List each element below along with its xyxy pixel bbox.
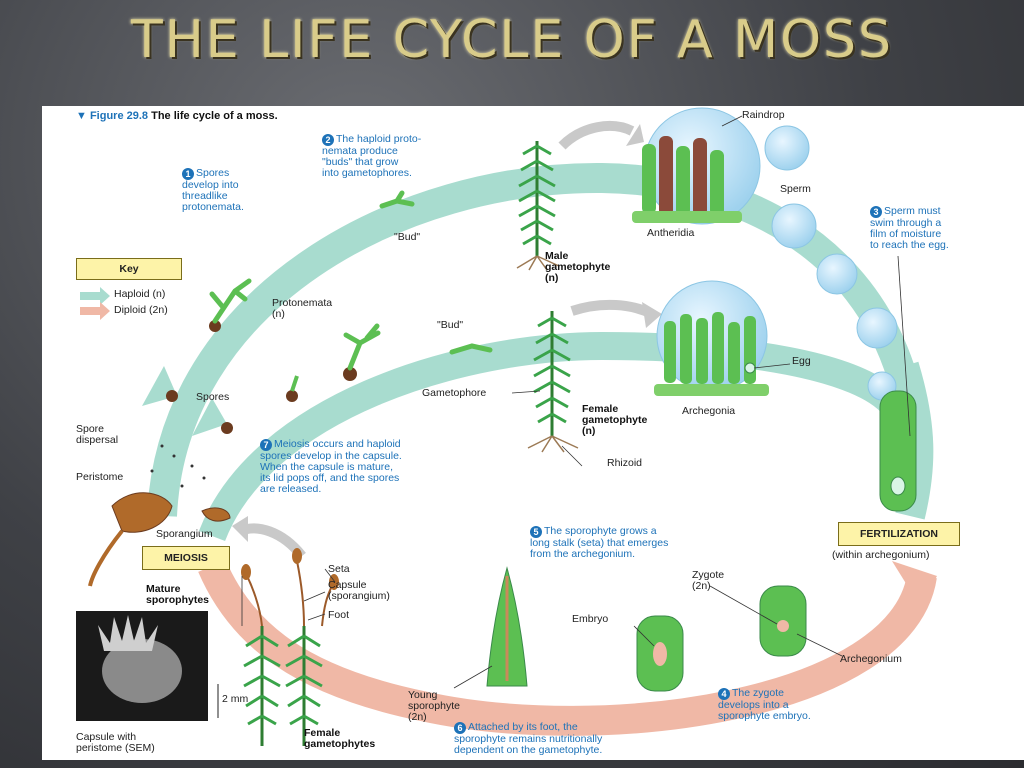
label-young-sporophyte: Young sporophyte (2n) <box>408 689 460 723</box>
gray-arrowhead-mid <box>642 302 662 328</box>
step-4-text: The zygote develops into a sporophyte em… <box>718 687 811 722</box>
label-egg: Egg <box>792 355 811 367</box>
archegonia-art <box>654 312 769 396</box>
gray-arrow-bottom <box>238 523 306 560</box>
step-3-number: 3 <box>870 206 882 218</box>
mature-sporophytes-art <box>241 548 339 746</box>
protonemata-art <box>209 190 493 402</box>
zygote-embryo-art <box>486 566 807 692</box>
female-gametophyte-art <box>527 311 579 453</box>
label-peristome: Peristome <box>76 471 124 483</box>
step-5-text: The sporophyte grows a long stalk (seta)… <box>530 525 669 560</box>
label-female-gametophytes: Female gametophytes <box>304 727 376 750</box>
label-sporangium: Sporangium <box>156 528 213 540</box>
life-cycle-figure: ▼ Figure 29.8 The life cycle of a moss. … <box>42 106 1024 760</box>
sperm-bubble-1 <box>771 203 817 249</box>
key-diploid-arrow <box>80 302 110 320</box>
fertilization-art <box>867 371 917 512</box>
diploid-arrowhead <box>892 561 937 606</box>
raindrop-bubble <box>764 125 810 171</box>
label-spores: Spores <box>196 391 230 403</box>
step-6-text: Attached by its foot, the sporophyte rem… <box>454 721 603 756</box>
spores-art <box>150 390 233 488</box>
gray-arrow-top <box>558 121 635 150</box>
label-foot: Foot <box>328 609 350 621</box>
step-7-text: Meiosis occurs and haploid spores develo… <box>260 438 402 495</box>
label-rhizoid: Rhizoid <box>607 457 643 469</box>
label-within-archegonium: (within archegonium) <box>832 549 930 561</box>
figure-caption: ▼ Figure 29.8 The life cycle of a moss. <box>76 110 278 122</box>
step-2-text: The haploid proto- nemata produce "buds"… <box>322 133 422 179</box>
figure-number: ▼ Figure 29.8 <box>76 110 149 122</box>
label-scale: 2 mm <box>222 693 249 705</box>
sperm-bubble-2 <box>816 253 858 295</box>
sperm-bubble-3 <box>856 307 898 349</box>
fertilization-box: FERTILIZATION <box>838 522 960 546</box>
step-5-number: 5 <box>530 526 542 538</box>
label-archegonium: Archegonium <box>840 653 902 665</box>
leader-lines <box>241 115 911 689</box>
label-raindrop: Raindrop <box>742 109 785 121</box>
diagram-art <box>76 107 937 746</box>
haploid-arrowhead-left-inner <box>192 398 227 436</box>
label-female-gametophyte: Female gametophyte (n) <box>582 403 648 437</box>
label-antheridia: Antheridia <box>647 227 695 239</box>
step-1-text: Spores develop into threadlike protonema… <box>182 167 244 213</box>
label-embryo: Embryo <box>572 613 609 625</box>
step-4-number: 4 <box>718 688 730 700</box>
label-spore-dispersal: Spore dispersal <box>76 423 119 446</box>
key-haploid-arrow <box>80 287 110 305</box>
label-capsule: Capsule (sporangium) <box>328 579 390 602</box>
key-haploid-label: Haploid (n) <box>114 288 166 300</box>
label-mature-sporophytes: Mature sporophytes <box>146 583 210 606</box>
step-1-number: 1 <box>182 168 194 180</box>
meiosis-box: MEIOSIS <box>142 546 230 570</box>
antheridia-art <box>632 136 742 223</box>
step-7-number: 7 <box>260 439 272 451</box>
sem-photo <box>76 611 208 721</box>
label-male-gametophyte: Male gametophyte (n) <box>545 250 611 284</box>
label-protonemata: Protonemata (n) <box>272 297 333 320</box>
label-zygote: Zygote (2n) <box>692 569 725 592</box>
key-title: Key <box>76 258 182 280</box>
label-sem-caption: Capsule with peristome (SEM) <box>76 731 155 754</box>
gray-arrow-mid <box>570 299 655 319</box>
step-3-text: Sperm must swim through a film of moistu… <box>870 205 949 251</box>
step-2-number: 2 <box>322 134 334 146</box>
male-gametophyte-art <box>516 141 560 271</box>
key-diploid-label: Diploid (2n) <box>114 304 168 316</box>
figure-caption-text: The life cycle of a moss. <box>151 110 278 122</box>
step-6-number: 6 <box>454 722 466 734</box>
label-seta: Seta <box>328 563 350 575</box>
label-bud-top: "Bud" <box>394 231 421 243</box>
label-archegonia: Archegonia <box>682 405 736 417</box>
gray-arrowhead-bottom <box>232 516 248 542</box>
label-bud-mid: "Bud" <box>437 319 464 331</box>
slide-title: THE LIFE CYCLE OF A MOSS <box>130 10 894 70</box>
label-sperm: Sperm <box>780 183 811 195</box>
haploid-path-inner <box>198 331 905 542</box>
peristome-capsule-art <box>88 492 231 587</box>
gray-arrowhead-top <box>626 124 644 146</box>
label-gametophore: Gametophore <box>422 387 487 399</box>
